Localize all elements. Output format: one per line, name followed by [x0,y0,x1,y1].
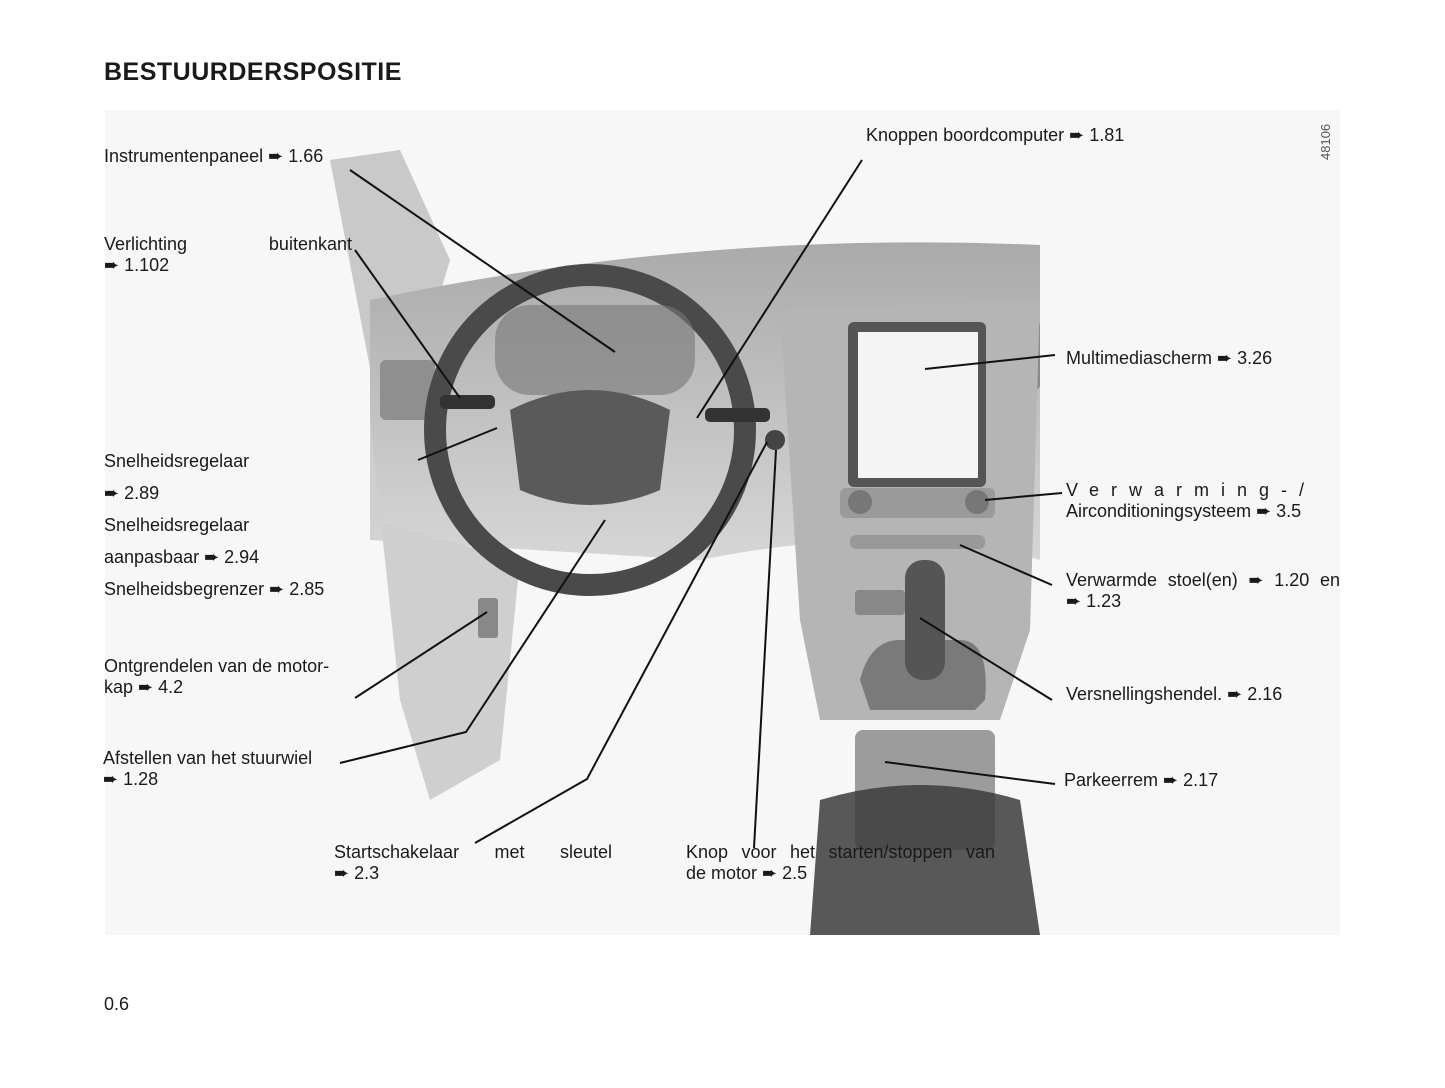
instrument-cluster [495,305,695,395]
label-snelheidsregelaar-aanpasbaar-ref: aanpasbaar ➨ 2.94 [104,547,260,567]
climate-panel [840,488,995,518]
label-stoelverwarming-line1: Verwarmde stoel(en) ➨ 1.20 en [1066,570,1340,590]
steering-wheel [424,264,756,596]
page-title: BESTUURDERSPOSITIE [104,58,402,86]
label-multimediascherm: Multimediascherm ➨ 3.26 [1066,348,1273,368]
label-motorkap: Ontgrendelen van de motor- kap ➨ 4.2 [104,656,329,698]
label-airco-line1: Verwarming-/ [1066,480,1317,500]
label-boordcomputer: Knoppen boordcomputer ➨ 1.81 [866,125,1125,145]
seat-heating-buttons [850,535,985,549]
start-stop-button [765,430,785,450]
label-airco: Verwarming-/ Airconditioningsysteem ➨ 3.… [1066,480,1340,522]
label-snelheidsbegrenzer: Snelheidsbegrenzer ➨ 2.85 [104,579,325,599]
label-snelheidsregelaar: Snelheidsregelaar [104,451,250,471]
label-verlichting: Verlichting buitenkant ➨ 1.102 [104,234,352,276]
label-versnellingshendel: Versnellingshendel. ➨ 2.16 [1066,684,1283,704]
label-startknop-line1: Knop voor het starten/stoppen van [686,842,995,862]
label-snelheidsregelaar-ref: ➨ 2.89 [104,483,160,503]
label-startknop-line2: de motor ➨ 2.5 [686,863,808,883]
label-startknop: Knop voor het starten/stoppen van de mot… [686,842,995,884]
label-verlichting-line1: Verlichting buitenkant [104,234,352,254]
label-startschakelaar: Startschakelaar met sleutel ➨ 2.3 [334,842,612,884]
bonnet-release [478,598,498,638]
multimedia-screen [858,332,978,478]
label-stuurwiel: Afstellen van het stuurwiel ➨ 1.28 [103,748,312,790]
seat [810,785,1040,935]
label-stoelverwarming-line2: ➨ 1.23 [1066,591,1122,611]
label-motorkap-line1: Ontgrendelen van de motor- [104,656,330,676]
right-stalk [705,408,770,422]
usb-panel [855,590,905,615]
page-number: 0.6 [104,994,130,1014]
label-stuurwiel-line1: Afstellen van het stuurwiel [103,748,313,768]
label-airco-line2: Airconditioningsysteem ➨ 3.5 [1066,501,1302,521]
label-instrumentenpaneel: Instrumentenpaneel ➨ 1.66 [104,146,324,166]
label-startschakelaar-line1: Startschakelaar met sleutel [334,842,612,862]
left-vent [380,360,435,420]
illustration-reference: 48106 [1318,123,1333,160]
label-parkeerrem: Parkeerrem ➨ 2.17 [1064,770,1219,790]
label-snelheidsregelaar-aanpasbaar: Snelheidsregelaar [104,515,250,535]
label-motorkap-line2: kap ➨ 4.2 [104,677,184,697]
label-stoelverwarming: Verwarmde stoel(en) ➨ 1.20 en ➨ 1.23 [1066,570,1340,612]
label-stuurwiel-line2: ➨ 1.28 [103,769,159,789]
steering-hub [510,390,670,505]
label-startschakelaar-line2: ➨ 2.3 [334,863,380,883]
climate-knob-left [848,490,872,514]
label-verlichting-line2: ➨ 1.102 [104,255,170,275]
climate-knob-right [965,490,989,514]
left-stalk [440,395,495,409]
lower-dash-left [370,420,520,800]
leader-lines [339,159,1063,849]
